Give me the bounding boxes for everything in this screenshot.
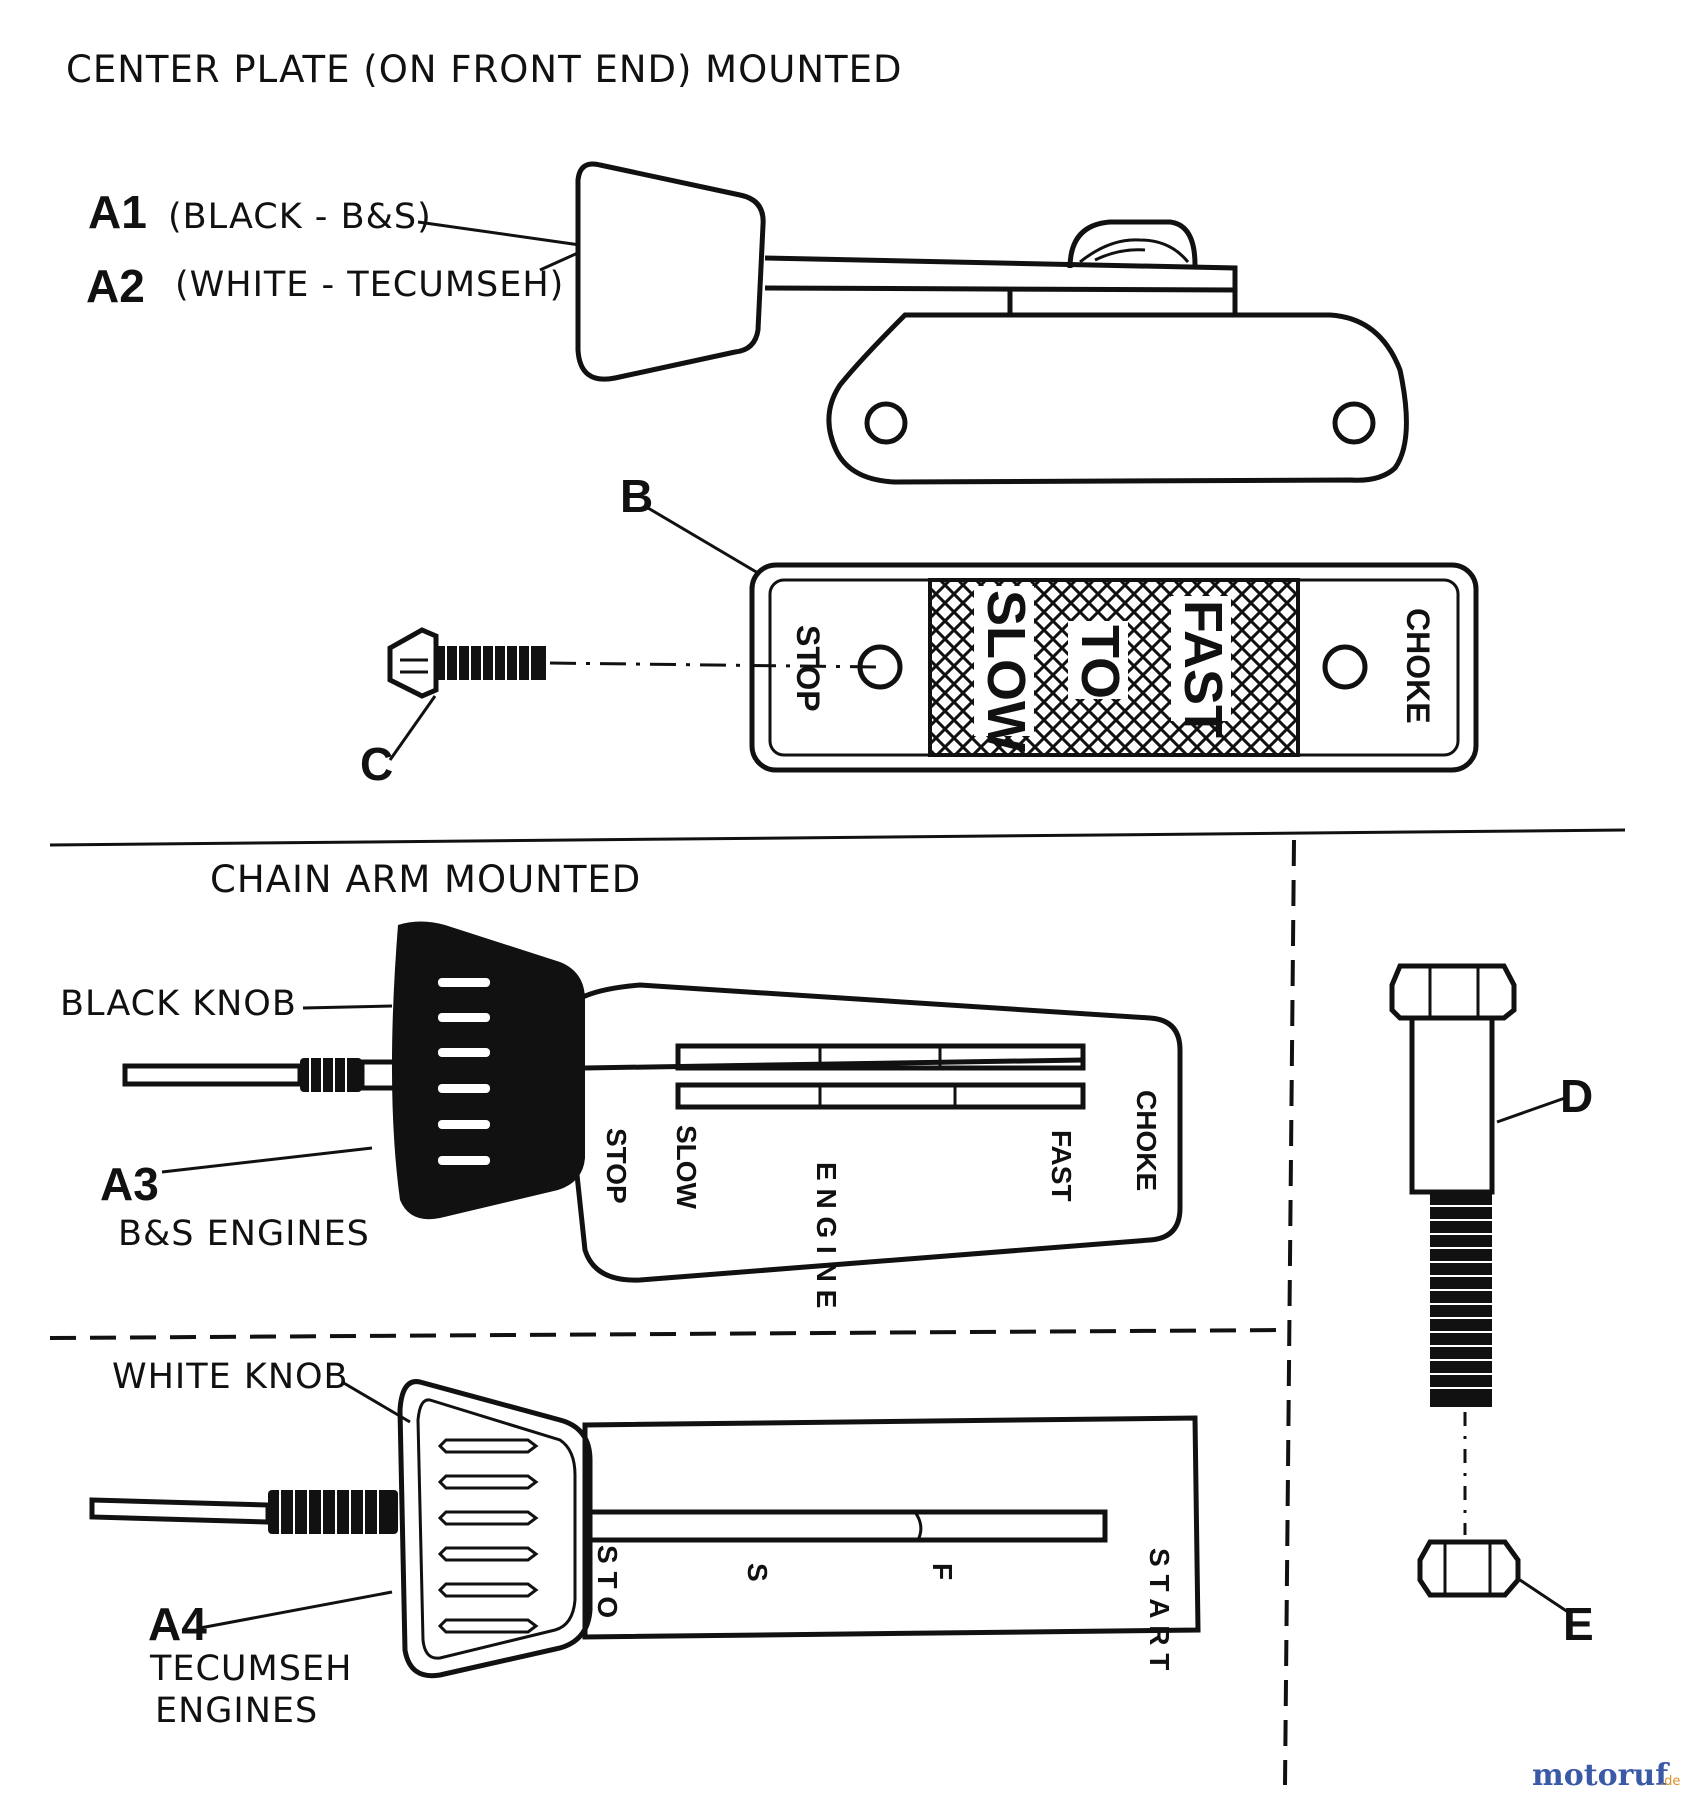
watermark: motoruf .de [1532,1758,1680,1793]
a4-leader-line [199,1590,393,1630]
d-leader-line [1496,1096,1566,1124]
c-leader-line [388,695,437,761]
black-knob-label: BLACK KNOB [60,984,297,1024]
plate-a4-start: S T A R T [1144,1548,1175,1670]
a2-desc: (WHITE - TECUMSEH) [175,265,564,305]
watermark-tld: .de [1660,1774,1680,1789]
plate-b-to: TO [1070,625,1130,699]
plate-a4-s: S [742,1563,773,1582]
callout-a2: A2 (WHITE - TECUMSEH) [86,260,564,312]
chain-arm-title: CHAIN ARM MOUNTED [210,858,641,901]
plate-b-stop: STOP [790,625,826,712]
b-code: B [620,470,653,522]
section-divider-dashed [49,1328,1286,1340]
mounting-bracket [826,219,1409,485]
watermark-brand: motoruf [1532,1758,1670,1793]
plate-b-slow: SLOW [976,590,1036,752]
bracket-hole-left [864,401,908,445]
callout-a1: A1 (BLACK - B&S) [88,186,432,238]
center-plate-title: CENTER PLATE (ON FRONT END) MOUNTED [66,48,902,91]
screw-c-centerline [549,661,879,669]
plate-a4-f: F [927,1563,958,1580]
b-leader-line [647,506,759,575]
white-knob-label: WHITE KNOB [112,1357,349,1397]
bolt-d [1389,963,1517,1407]
a4-desc-line2: ENGINES [155,1691,318,1731]
e-code: E [1563,1598,1594,1650]
a3-leader-line [161,1146,373,1174]
a2-leader-line [539,250,581,272]
plate-a4-stop: S T O [592,1545,623,1618]
plate-b-fast: FAST [1173,600,1233,738]
plate-hole-choke [1322,644,1368,690]
bracket-hole-right [1332,401,1376,445]
screw-c [387,627,546,699]
plate-a3-choke: CHOKE [1131,1090,1162,1191]
control-plate-a4: S T O S F S T A R T [582,1415,1201,1670]
a3-cable [122,1058,403,1092]
control-plate-a3: STOP SLOW E N G I N E FAST CHOKE [557,982,1183,1308]
a3-desc: B&S ENGINES [118,1214,370,1254]
a4-desc-line1: TECUMSEH [149,1649,352,1689]
a1-code: A1 [88,186,147,238]
a4-cable [89,1490,398,1534]
plate-a3-slow: SLOW [671,1125,702,1210]
a1-desc: (BLACK - B&S) [168,197,432,237]
throttle-knob-a1-a2 [575,161,1238,382]
plate-b-choke: CHOKE [1400,608,1436,724]
a4-code: A4 [148,1598,207,1650]
control-plate-b: STOP FAST TO SLOW CHOKE [749,562,1479,773]
black-knob-a3 [391,921,585,1220]
black-knob-leader-line [302,1004,393,1010]
plate-a3-engine: E N G I N E [811,1162,842,1308]
a2-code: A2 [86,260,145,312]
plate-a3-stop: STOP [601,1128,632,1204]
section-divider-vertical [1283,839,1296,1786]
d-code: D [1560,1070,1593,1122]
c-code: C [360,738,393,790]
section-divider-horizontal [49,828,1626,847]
nut-e [1417,1539,1521,1598]
e-leader-line [1519,1578,1569,1614]
a3-control-rod [584,1057,1084,1071]
a3-code: A3 [100,1158,159,1210]
a1-leader-line [417,220,581,247]
white-knob-a4 [397,1379,593,1679]
plate-a3-fast: FAST [1046,1130,1077,1202]
